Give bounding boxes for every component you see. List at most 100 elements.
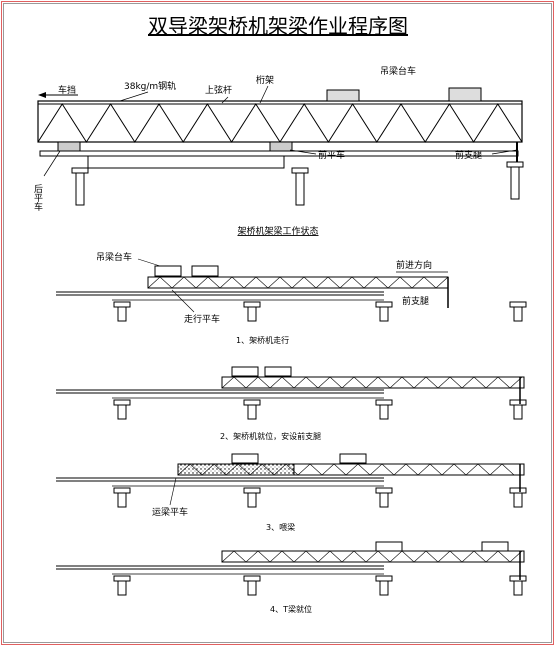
pier-cap	[113, 575, 131, 582]
step1-trolley-leader	[137, 258, 161, 267]
pier-column	[379, 492, 389, 508]
front-flat-car-label: 前平车	[318, 149, 345, 161]
upper-chord-label: 上弦杆	[205, 84, 232, 96]
existing-beam-2	[87, 155, 285, 169]
pier-column	[513, 306, 523, 322]
chord-leader	[221, 96, 229, 104]
pier-cap	[113, 487, 131, 494]
direction-label: 前进方向	[396, 259, 432, 271]
pier-column	[513, 404, 523, 420]
step-4-diagram	[221, 541, 525, 580]
pier-column	[247, 580, 257, 596]
step4-trolley-2	[481, 541, 509, 552]
pier-column	[75, 172, 85, 206]
step2-deck	[56, 389, 527, 420]
pier-column	[247, 492, 257, 508]
truss-leader	[259, 85, 269, 104]
step4-trolley-1	[375, 541, 403, 552]
piers	[71, 161, 524, 206]
new-t-beam	[177, 463, 295, 476]
rear-car-leader	[43, 150, 61, 177]
front-flat-car	[269, 141, 293, 152]
pier-column	[117, 306, 127, 322]
stopper-label: 车挡	[58, 84, 76, 96]
front-leg-label: 前支腿	[455, 149, 482, 161]
crane-trolley-2	[448, 87, 482, 102]
inner-border	[3, 3, 552, 643]
pier-column	[510, 166, 520, 200]
pier-cap	[291, 167, 309, 174]
pier-column	[379, 404, 389, 420]
step3-trolley-2	[339, 453, 367, 464]
step3-trolley-1	[231, 453, 259, 464]
pier-cap	[509, 399, 527, 406]
pier-cap	[509, 575, 527, 582]
main-truss	[37, 100, 523, 143]
pier-cap	[375, 301, 393, 308]
step1-deck	[56, 291, 527, 322]
transport-car-label: 运梁平车	[152, 506, 188, 518]
step4-truss	[221, 550, 525, 563]
step2-truss-web	[221, 376, 523, 389]
pier-column	[117, 404, 127, 420]
pier-column	[513, 580, 523, 596]
pier-cap	[243, 301, 261, 308]
existing-beam	[39, 150, 519, 157]
front-leg-leader	[491, 149, 518, 155]
step3-truss-web	[177, 463, 515, 476]
step2-truss	[221, 376, 525, 389]
step4-truss-web	[221, 550, 523, 563]
pier-cap	[243, 399, 261, 406]
step1-front-leg-label: 前支腿	[402, 295, 429, 307]
walk-car-leader	[171, 289, 195, 313]
pier-cap	[506, 161, 524, 168]
stopper-arrow-head	[38, 92, 46, 98]
step-1-diagram: 吊梁台车 前进方向 前支腿 走行平车	[96, 251, 449, 325]
pier-cap	[375, 487, 393, 494]
crane-trolley-label: 吊梁台车	[380, 65, 416, 77]
caption-step-3: 3、喂梁	[266, 523, 295, 532]
pier-cap	[243, 575, 261, 582]
pier-column	[247, 404, 257, 420]
step3-deck	[56, 477, 527, 508]
crane-trolley-1	[326, 89, 360, 102]
pier-cap	[375, 575, 393, 582]
step1-trolley-2	[191, 265, 219, 277]
page-title: 双导梁架桥机架梁作业程序图	[148, 14, 408, 38]
walk-car-label: 走行平车	[184, 313, 220, 325]
truss-label: 桁架	[256, 74, 274, 86]
step1-crane-trolley-label: 吊梁台车	[96, 251, 132, 263]
step1-truss-web	[147, 276, 449, 289]
caption-step-4: 4、T梁就位	[270, 604, 312, 614]
truss-web	[37, 103, 523, 143]
pier-cap	[509, 487, 527, 494]
pier-column	[513, 492, 523, 508]
step-2-diagram	[221, 366, 525, 404]
overview-diagram: 车挡 38kg/m钢轨 上弦杆 桁架 吊梁台车 前平车 前支腿 后平车	[32, 65, 524, 212]
pier-column	[117, 492, 127, 508]
caption-step-2: 2、架桥机就位，安设前支腿	[220, 431, 321, 441]
rear-flat-car	[57, 141, 81, 152]
pier-column	[117, 580, 127, 596]
pier-cap	[243, 487, 261, 494]
rear-flat-car-label: 后平车	[32, 184, 43, 212]
pier-cap	[113, 399, 131, 406]
pier-column	[247, 306, 257, 322]
pier-cap	[375, 399, 393, 406]
rail-label: 38kg/m钢轨	[124, 80, 176, 92]
step-3-diagram: 运梁平车	[152, 453, 525, 518]
pier-cap	[71, 167, 89, 174]
step4-deck	[56, 565, 527, 596]
caption-step-1: 1、架桥机走行	[236, 335, 289, 345]
pier-column	[379, 580, 389, 596]
pier-column	[295, 172, 305, 206]
pier-cap	[113, 301, 131, 308]
front-car-leader	[289, 149, 317, 155]
section-title: 架桥机架梁工作状态	[237, 225, 318, 237]
step2-trolley-2	[264, 366, 292, 377]
step2-trolley-1	[231, 366, 259, 377]
pier-cap	[509, 301, 527, 308]
